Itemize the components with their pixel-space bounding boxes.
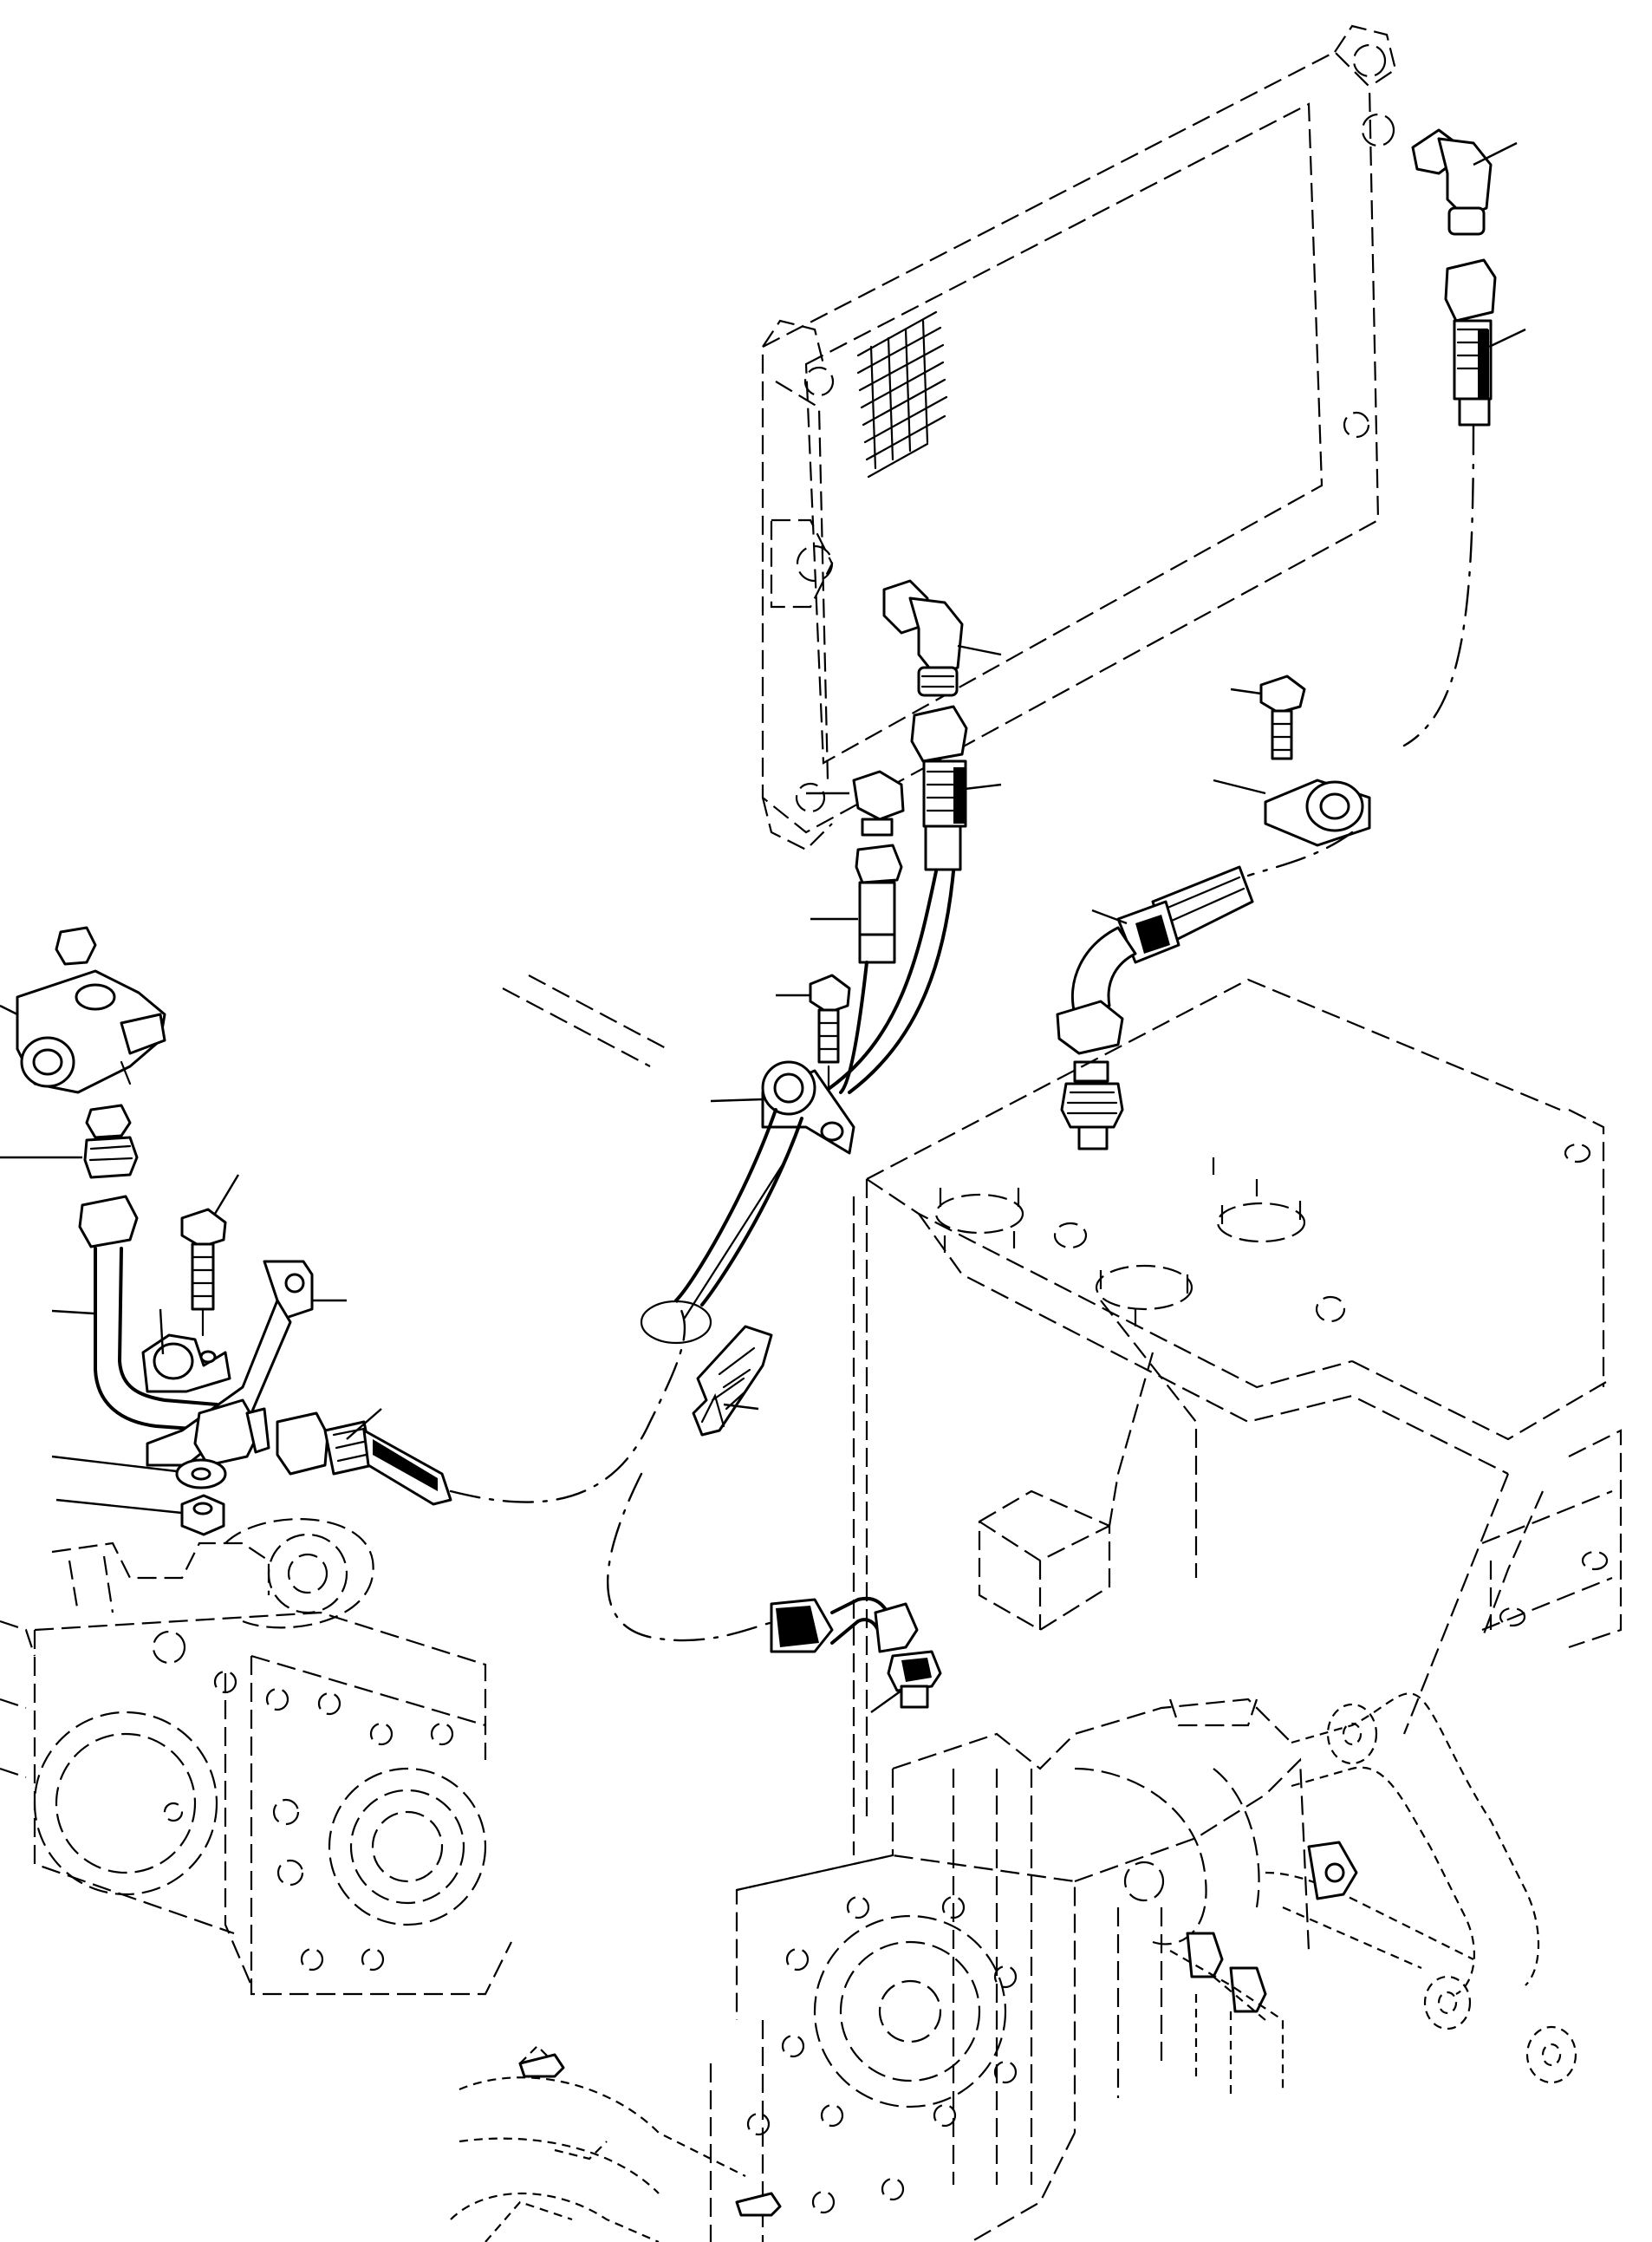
connector-lower xyxy=(770,1596,942,1709)
connector-right xyxy=(1060,1060,1124,1150)
tee-block xyxy=(16,926,166,1094)
hose-upper-right xyxy=(1444,258,1497,427)
pipe-short xyxy=(855,844,903,964)
bolt-right xyxy=(1259,675,1306,760)
hose-center xyxy=(910,705,968,871)
nut xyxy=(180,1494,225,1536)
frame xyxy=(502,974,1623,1855)
nut-fitting xyxy=(852,770,905,837)
hose-left xyxy=(276,1411,452,1506)
protective-sleeve xyxy=(692,1325,773,1437)
tube-left xyxy=(78,1195,218,1432)
transmission-unit xyxy=(450,1692,1577,2242)
clamp-left xyxy=(141,1333,231,1393)
cooler-core-icon xyxy=(856,310,948,479)
clamp-right xyxy=(1264,779,1371,847)
bolt-center xyxy=(809,974,851,1103)
pump-unit xyxy=(0,1518,512,1996)
bolt-left xyxy=(180,1208,227,1337)
elbow-fitting-upper-right xyxy=(1411,128,1493,236)
washer xyxy=(175,1458,227,1489)
hose-right-elbow xyxy=(1056,865,1254,1055)
clamp-center xyxy=(761,1060,855,1155)
adapter-left xyxy=(83,1104,139,1179)
elbow-fitting-lower xyxy=(882,579,964,697)
radiator-cooler xyxy=(761,24,1397,851)
